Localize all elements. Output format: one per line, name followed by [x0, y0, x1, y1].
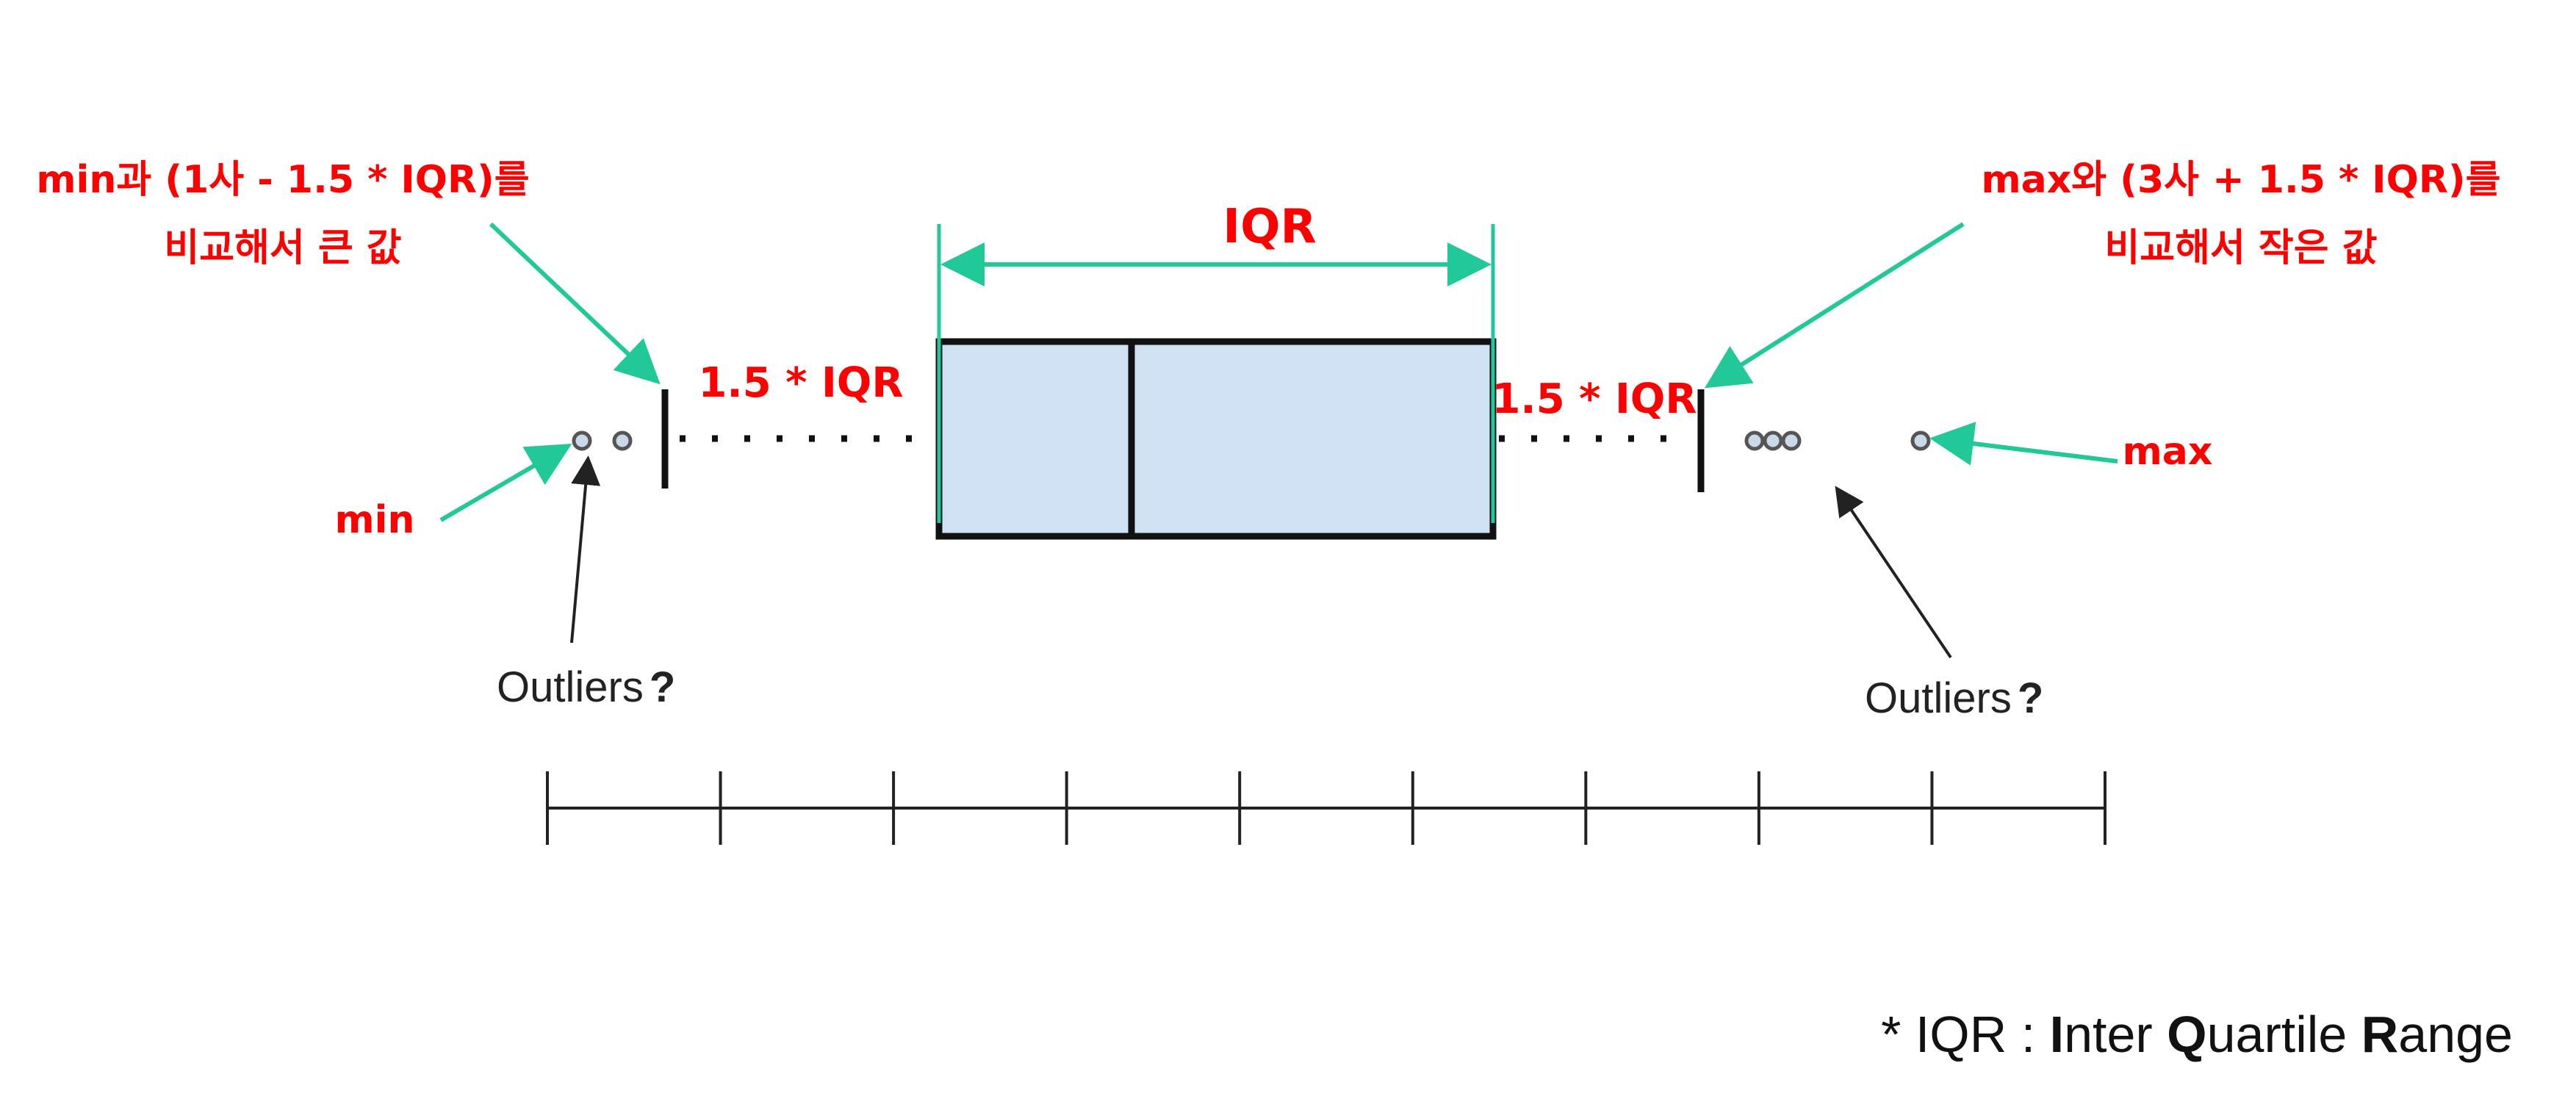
outliers-left-arrow — [570, 455, 601, 644]
right-rule-text-line1: max와 (3사 + 1.5 * IQR)를 — [1981, 158, 2500, 202]
outliers-left-label: Outliers? — [497, 663, 675, 711]
left-outliers — [572, 430, 633, 451]
footnote-q: Q — [2167, 1006, 2206, 1063]
left-rule-arrow — [489, 222, 661, 385]
max-arrow — [1929, 422, 2118, 466]
footnote-r: R — [2361, 1006, 2399, 1063]
outliers-right-arrow — [1835, 486, 1952, 659]
outlier-point — [1781, 430, 1802, 451]
footnote-i: I — [2050, 1006, 2064, 1063]
footnote: * IQR : Inter Quartile Range — [1881, 1006, 2513, 1063]
min-label: min — [334, 498, 414, 542]
left-rule-text-line2: 비교해서 큰 값 — [164, 226, 401, 270]
outlier-point — [572, 430, 592, 451]
iqr-box — [935, 338, 1497, 540]
outlier-point — [612, 430, 633, 451]
outliers-right-label: Outliers? — [1865, 674, 2043, 722]
number-line — [546, 771, 2107, 845]
min-arrow — [439, 443, 572, 522]
outlier-point — [1910, 430, 1931, 451]
right-whisker-label: 1.5 * IQR — [1492, 375, 1697, 423]
footnote-i-rest: nter — [2064, 1006, 2167, 1063]
right-rule-arrow — [1704, 222, 1965, 389]
outlier-point — [1763, 430, 1783, 451]
footnote-q-rest: uartile — [2207, 1006, 2361, 1063]
iqr-label: IQR — [1223, 200, 1317, 254]
outlier-point — [1744, 430, 1765, 451]
footnote-prefix: * IQR : — [1881, 1006, 2049, 1063]
max-label: max — [2123, 430, 2213, 474]
footnote-r-rest: ange — [2398, 1006, 2513, 1063]
right-rule-text-line2: 비교해서 작은 값 — [2104, 226, 2377, 270]
left-whisker-label: 1.5 * IQR — [698, 359, 903, 407]
right-outliers — [1744, 430, 1931, 451]
left-rule-text-line1: min과 (1사 - 1.5 * IQR)를 — [36, 158, 529, 202]
